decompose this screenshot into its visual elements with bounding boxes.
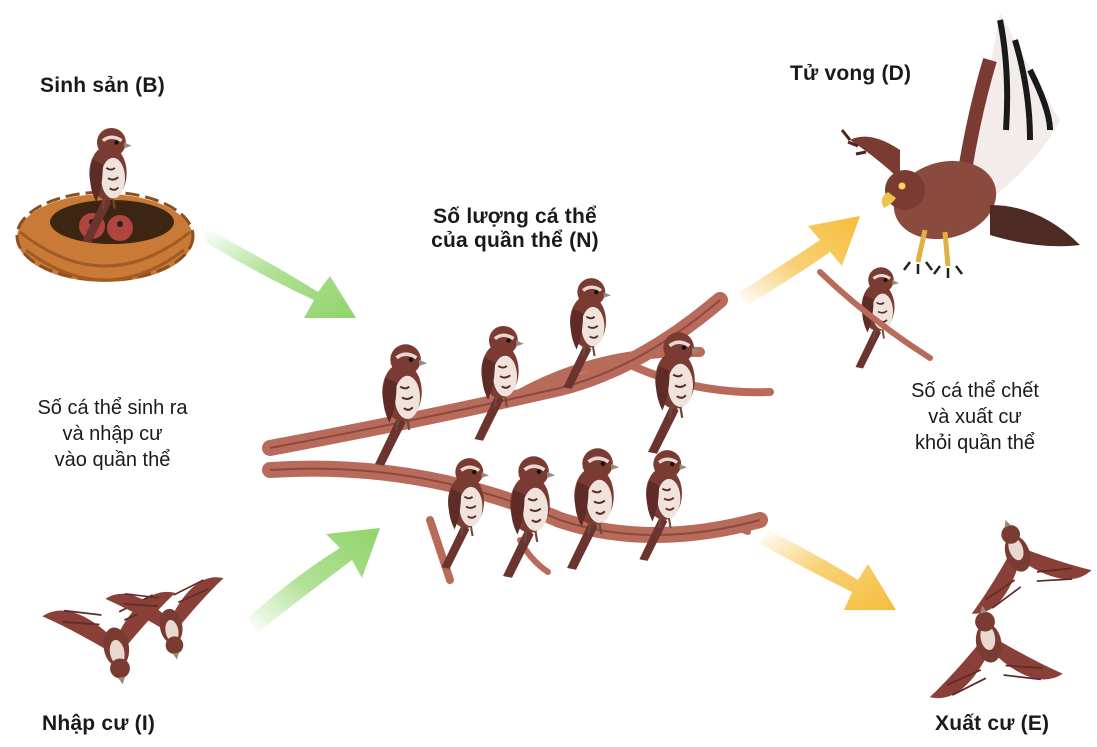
death-label: Tử vong (D) <box>790 62 911 86</box>
sparrow-icon <box>441 458 489 569</box>
sparrow-icon <box>567 448 619 570</box>
arrow-population-to-emigration <box>760 530 896 610</box>
sparrow-icon <box>503 456 555 578</box>
population-label: Số lượng cá thể của quần thể (N) <box>400 205 630 253</box>
hawk-icon <box>842 12 1080 278</box>
inflow-description: Số cá thể sinh ra và nhập cư vào quần th… <box>0 395 225 473</box>
birth-label: Sinh sản (B) <box>40 74 165 98</box>
outflow-description: Số cá thể chết và xuất cư khỏi quần thể <box>870 378 1080 456</box>
arrow-immigration-to-population <box>248 528 380 632</box>
sparrow-icon <box>639 450 687 561</box>
sparrow-icon <box>375 344 427 466</box>
immigration-label: Nhập cư (I) <box>42 712 155 736</box>
flying-sparrow-icon <box>916 594 1064 700</box>
flying-sparrow-icon <box>946 498 1093 616</box>
emigration-label: Xuất cư (E) <box>935 712 1049 736</box>
sparrow-icon <box>475 326 524 441</box>
arrow-birth-to-population <box>205 228 356 318</box>
